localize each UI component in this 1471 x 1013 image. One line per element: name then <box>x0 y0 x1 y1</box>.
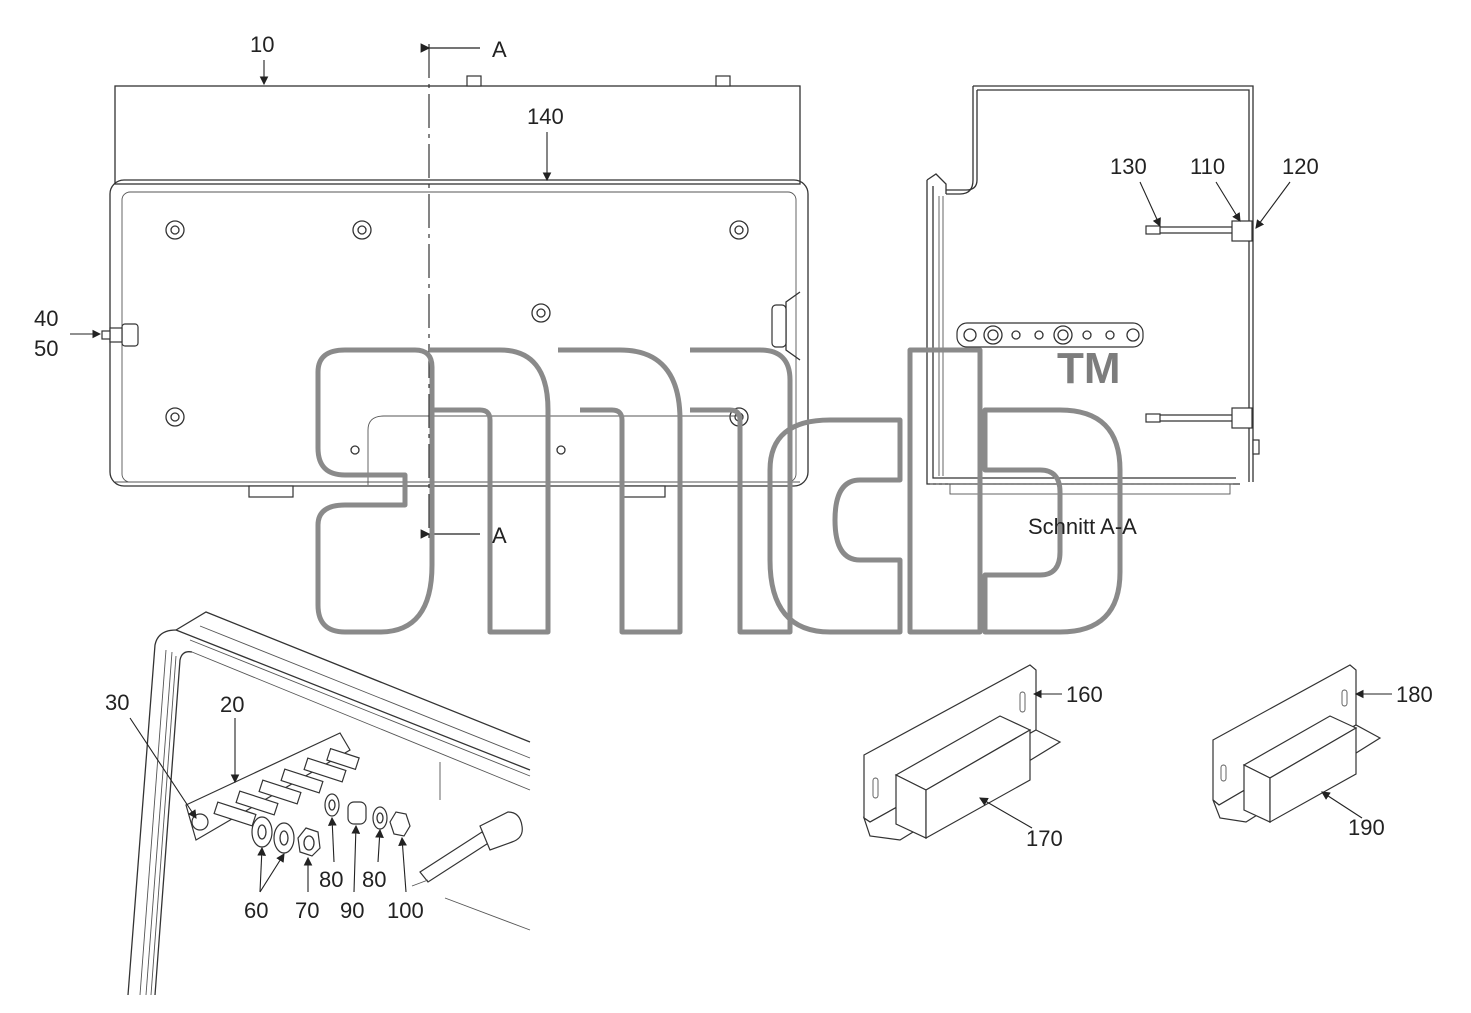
section-title: Schnitt A-A <box>1028 514 1137 539</box>
callout-120: 120 <box>1282 154 1319 179</box>
watermark-logo: TM <box>315 344 1123 635</box>
lid-outer <box>109 179 809 487</box>
section-marker-bottom: A <box>492 523 507 548</box>
bracket-160 <box>862 664 1062 841</box>
box-body <box>114 85 801 185</box>
busbar <box>956 322 1144 348</box>
section-view <box>926 85 1260 495</box>
callout-160: 160 <box>1066 682 1103 707</box>
lid-inner <box>121 191 797 483</box>
callout-70: 70 <box>295 898 319 923</box>
detail-view <box>127 611 531 996</box>
callout-100: 100 <box>387 898 424 923</box>
front-view <box>101 43 809 540</box>
callout-130: 130 <box>1110 154 1147 179</box>
callout-80-right: 80 <box>362 867 386 892</box>
callout-40: 40 <box>34 306 58 331</box>
callout-20: 20 <box>220 692 244 717</box>
callout-190: 190 <box>1348 815 1385 840</box>
callout-60: 60 <box>244 898 268 923</box>
bracket-180 <box>1212 664 1382 824</box>
trademark-label: TM <box>1057 344 1121 393</box>
callout-50: 50 <box>34 336 58 361</box>
callout-labels: 10 140 40 50 A A 130 110 120 Schnitt A-A… <box>34 32 1433 923</box>
leader-lines <box>70 60 1392 893</box>
callout-140: 140 <box>527 104 564 129</box>
callout-110: 110 <box>1190 154 1225 179</box>
callout-80-left: 80 <box>319 867 343 892</box>
section-marker-top: A <box>492 37 507 62</box>
callout-180: 180 <box>1396 682 1433 707</box>
callout-170: 170 <box>1026 826 1063 851</box>
bolt-icon <box>165 220 749 427</box>
callout-30: 30 <box>105 690 129 715</box>
busbar-hole-icon <box>963 325 1140 345</box>
callout-90: 90 <box>340 898 364 923</box>
callout-10: 10 <box>250 32 274 57</box>
